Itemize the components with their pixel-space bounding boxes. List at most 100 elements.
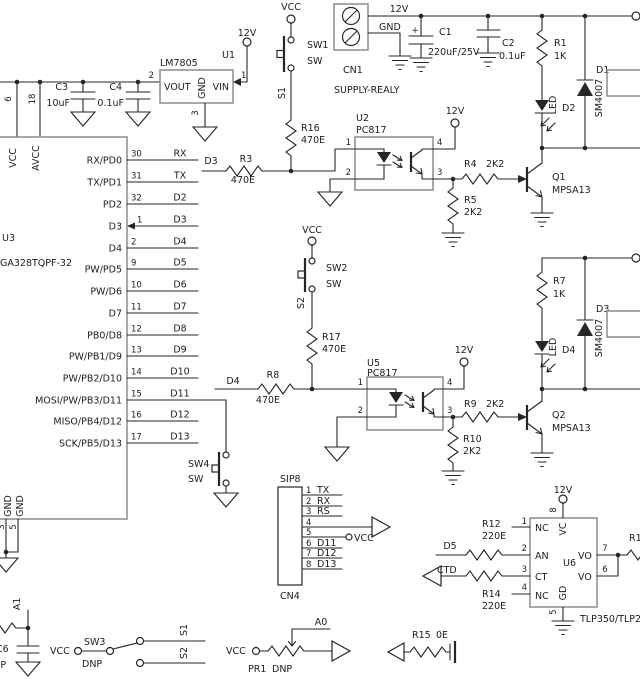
cn4-pin-net: RS: [317, 506, 330, 517]
pin-num: 16: [131, 411, 142, 421]
mcu-gnd-pin-a: 3: [0, 524, 7, 529]
pin-num: 15: [131, 390, 142, 400]
net-d3: D3: [204, 156, 217, 167]
u6-pin8: 8: [549, 507, 559, 512]
mcu-gnd-pin-b: 5: [9, 524, 19, 529]
u6-pin3: 3: [522, 565, 527, 575]
u1-pin1: 1: [241, 71, 246, 81]
relay-coil: [606, 310, 640, 338]
c6-ref: C6: [0, 644, 9, 655]
sw1-ref: SW1: [307, 40, 328, 51]
cn4-pin-net: D11: [317, 538, 336, 549]
net-label: D5: [173, 258, 186, 269]
net-label: D12: [170, 410, 189, 421]
r7-ref: R7: [553, 276, 566, 287]
pin-name: TX/PD1: [86, 178, 122, 189]
switch-sw3: VCC SW3 DNP S1 S2: [50, 624, 206, 670]
sw1-value: SW: [307, 56, 323, 67]
u2-pin3: 3: [437, 168, 442, 178]
resistor-r5: R5 2K2: [441, 178, 482, 248]
net-d5: D5: [443, 541, 456, 552]
mcu-avcc-name: AVCC: [31, 145, 42, 171]
cn4-pin-num: 4: [306, 518, 311, 528]
u1-pin2: 2: [149, 71, 154, 81]
u6-pin7: 7: [602, 544, 607, 554]
net-label: D9: [173, 345, 186, 356]
cn4-pin-num: 5: [306, 528, 311, 538]
u1-pin3: 3: [191, 110, 201, 115]
r3-value: 470E: [231, 175, 255, 186]
terminal-circle: [631, 253, 640, 263]
u6-ct: CT: [535, 572, 548, 583]
switch-sw2: VCC SW2 SW S2 R17 470E: [296, 225, 347, 390]
u6-part: TLP350/TLP25: [579, 614, 640, 625]
net-label: TX: [173, 171, 187, 182]
c1-value: 220uF/25V: [428, 47, 480, 58]
r17-ref: R17: [322, 332, 341, 343]
sw2-ref: SW2: [326, 263, 347, 274]
cn1-ref: CN1: [343, 65, 363, 76]
r14-ref: R14: [482, 589, 501, 600]
capacitor-c6: A1 C6 DNP: [0, 598, 41, 677]
resistor-r15: R15 0E: [386, 630, 457, 663]
sw3-vcc: VCC: [50, 646, 70, 657]
pr1-ref: PR1: [248, 664, 266, 675]
u2-pin4: 4: [437, 138, 442, 148]
c3-ref: C3: [55, 82, 68, 93]
u5-pin2: 2: [358, 406, 363, 416]
d1-part: SM4007: [594, 79, 605, 117]
net-d4: D4: [226, 376, 239, 387]
net-ctd: CTD: [437, 565, 457, 576]
led-icon: [534, 99, 550, 114]
u6-an: AN: [535, 551, 549, 562]
pin-num: 10: [131, 281, 142, 291]
switch-sw1: VCC SW1 SW S1 R16 470E: [276, 2, 328, 172]
optocoupler-u5: U5 PC817 1 2 4 3 12V R9 2K2: [324, 345, 527, 462]
r8-value: 470E: [256, 395, 280, 406]
pin-name: MISO/PB4/D12: [53, 417, 122, 428]
net-flag-icon: [331, 639, 352, 663]
d2-led-label: LED: [548, 96, 559, 115]
sw3-value: DNP: [82, 659, 102, 670]
net-label: D10: [170, 367, 189, 378]
c2-value: 0.1uF: [499, 51, 526, 62]
pin-name: RX/PD0: [87, 156, 122, 167]
net-flag-icon: [371, 515, 392, 539]
d3-ref: D3: [596, 304, 609, 315]
r10-value: 2K2: [463, 446, 481, 457]
d2-ref: D2: [562, 103, 575, 114]
net-label: D7: [173, 302, 186, 313]
mcu-avcc-pin: 18: [28, 94, 38, 105]
channel2-output: R7 1K LED D4 D3 SM4007 Q2 MPSA13: [525, 253, 640, 468]
u5-part: PC817: [367, 368, 398, 379]
u1-gnd: GND: [197, 77, 208, 99]
u6-nc1: NC: [535, 523, 549, 534]
r5-value: 2K2: [464, 207, 482, 218]
pin-num: 30: [131, 150, 142, 160]
d4-led-label: LED: [548, 338, 559, 357]
sw3-ref: SW3: [84, 637, 105, 648]
cn4-ref: CN4: [280, 591, 300, 602]
sw2-vcc: VCC: [302, 225, 322, 236]
pin-name: PW/PD5: [85, 265, 122, 276]
u2-ref: U2: [356, 113, 369, 124]
capacitor-c3: C3 10uF: [46, 81, 96, 127]
mcu-vcc-name: VCC: [8, 148, 19, 168]
c1-ref: C1: [439, 27, 452, 38]
sw3-net-s2: S2: [179, 647, 190, 659]
r9-value: 2K2: [486, 399, 504, 410]
mcu-part: GA328TQPF-32: [0, 258, 72, 269]
mcu-gnd2-name: GND: [15, 495, 26, 517]
led-icon: [377, 152, 391, 163]
pin-name: MOSI/PW/PB3/D11: [35, 396, 122, 407]
sw4-ref: SW4: [188, 459, 209, 470]
net-label: RX: [173, 149, 187, 160]
r15-value: 0E: [436, 630, 448, 641]
rail-5v: [0, 81, 161, 138]
r8-ref: R8: [267, 370, 280, 381]
regulator-u1: LM7805 U1 2 1 VOUT VIN GND 3 12V: [149, 28, 257, 142]
c4-value: 0.1uF: [97, 98, 124, 109]
input-arrow-icon: [127, 222, 135, 230]
cn4-pin-num: 6: [306, 539, 311, 549]
